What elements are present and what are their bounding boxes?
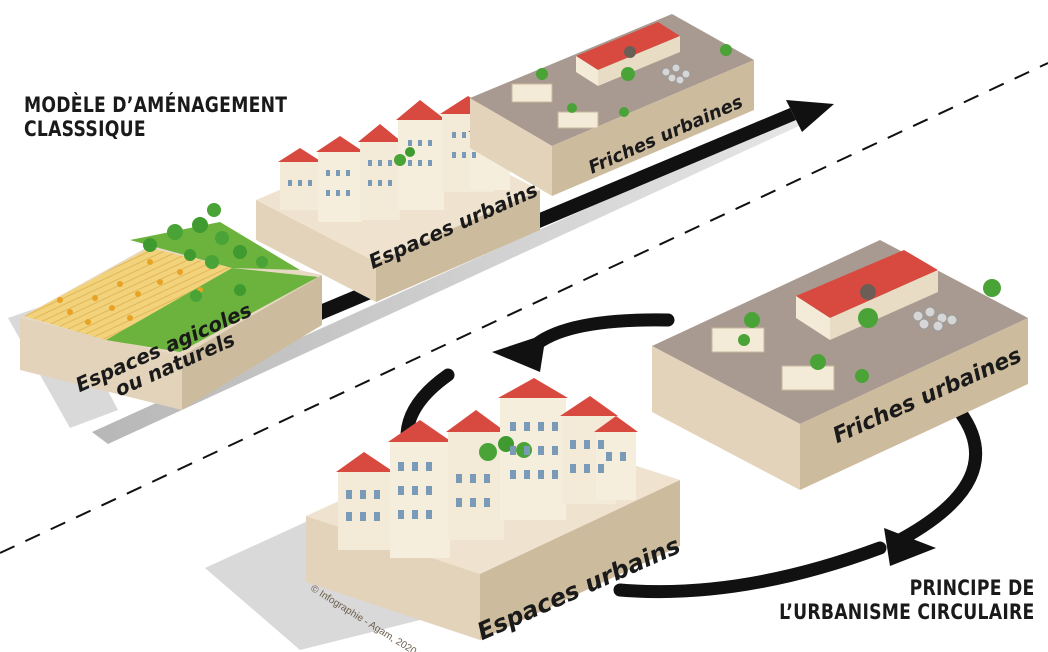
rubble-bottom (912, 306, 958, 332)
warehouse-bottom (796, 250, 938, 340)
dashed-divider (0, 62, 1048, 554)
buildings-bottom (336, 378, 638, 558)
heading-classic-line1: MODÈLE D’AMÉNAGEMENT (24, 93, 288, 117)
agricultural-block: Espaces agicoles ou naturels (20, 203, 322, 410)
circular-arrow-head-right (884, 528, 936, 566)
trees-friches-top (536, 44, 732, 117)
ruins-top (511, 83, 599, 129)
heading-circular-line2: L’URBANISME CIRCULAIRE (778, 600, 1034, 624)
heading-classic-line2: CLASSSIQUE (24, 117, 146, 141)
windows-top (288, 132, 504, 196)
heading-circular-line1: PRINCIPE DE (909, 576, 1034, 600)
windows-bottom (346, 422, 626, 521)
heading-classic-model: MODÈLE D’AMÉNAGEMENT CLASSSIQUE (24, 93, 287, 141)
friches-top-block: Friches urbaines (470, 14, 754, 196)
friches-bottom-block: Friches urbaines (652, 240, 1028, 490)
warehouse-top (576, 22, 680, 86)
rubble-top (661, 63, 691, 85)
circular-arrow-head-left (492, 334, 546, 372)
urban-bottom-shadow (205, 520, 420, 650)
wheat-bales (57, 259, 203, 325)
heading-circular-model: PRINCIPE DE L’URBANISME CIRCULAIRE (779, 576, 1034, 624)
grass-field (106, 268, 318, 352)
arrow-shadow (92, 112, 812, 444)
trees-friches-bottom (738, 279, 1001, 383)
trees-cluster (143, 203, 268, 302)
